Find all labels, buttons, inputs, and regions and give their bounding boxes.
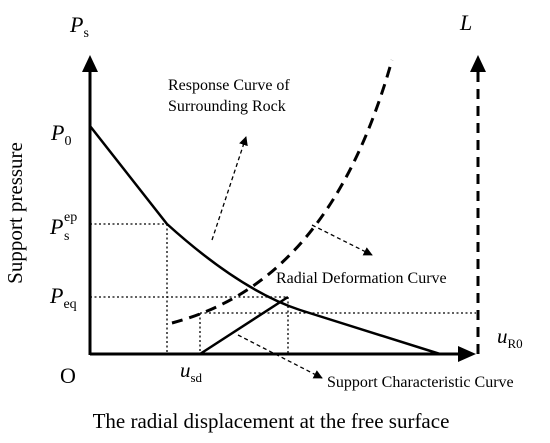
guide-lines: [90, 223, 476, 354]
response-pointer-arrow: [211, 136, 248, 241]
response-curve-label-line1: Response Curve of: [168, 77, 290, 94]
right-axis-symbol: L: [459, 10, 472, 35]
label-usd: usd: [180, 358, 203, 385]
y-axis-symbol: Ps: [69, 12, 89, 41]
support-curve-label: Support Characteristic Curve: [327, 374, 514, 391]
radial-deformation-curve: [171, 59, 394, 325]
label-p0: P0: [50, 120, 71, 149]
x-axis-caption: The radial displacement at the free surf…: [93, 409, 450, 433]
support-pointer-arrow: [237, 334, 323, 379]
radial-pointer-arrow: [311, 224, 373, 256]
y-axis-arrowhead: [82, 55, 98, 72]
radial-curve-label: Radial Deformation Curve: [276, 270, 447, 287]
response-curve-label-line2: Surrounding Rock: [168, 98, 286, 115]
label-psep: Psep: [49, 210, 77, 244]
label-peq: Peq: [49, 283, 77, 312]
support-characteristic-curve: [199, 295, 289, 356]
x-axis-symbol: uR0: [497, 324, 523, 351]
x-axis-arrowhead: [458, 346, 476, 362]
y-axis-title: Support pressure: [3, 142, 27, 284]
origin-label: O: [60, 363, 76, 388]
response-curve: [89, 125, 441, 356]
right-axis-arrowhead: [470, 55, 486, 72]
